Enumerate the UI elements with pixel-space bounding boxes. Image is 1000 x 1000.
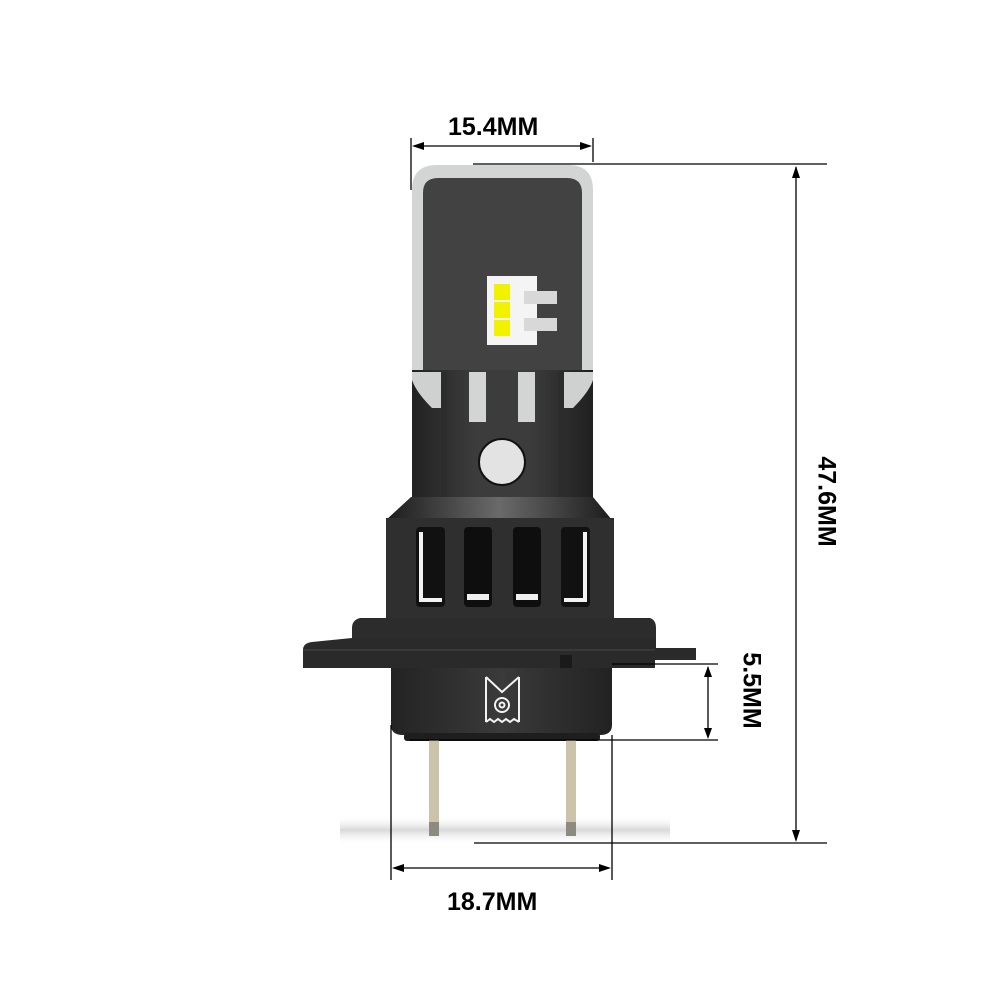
dimension-base-offset-label: 5.5MM (737, 652, 766, 729)
dimension-top-width-label: 15.4MM (448, 113, 539, 141)
base-cylinder (391, 668, 612, 735)
pin-left (429, 740, 439, 835)
led-chip-1 (494, 284, 510, 300)
dimension-lines (390, 138, 827, 880)
ground-shadow (340, 815, 670, 845)
fin-cage (386, 518, 614, 618)
led-chip-2 (494, 302, 510, 318)
pin-right (566, 740, 576, 835)
dimension-base-width-label: 18.7MM (447, 888, 538, 916)
vent-slot-4 (561, 527, 590, 607)
m-target-logo-icon (485, 676, 520, 724)
vent-slot-2 (464, 527, 492, 607)
vent-slot-3 (513, 527, 541, 607)
led-chip-3 (494, 320, 510, 336)
shoulder (386, 497, 612, 520)
flange (303, 638, 696, 668)
dimension-total-height-label: 47.6MM (812, 456, 841, 547)
silver-button (478, 438, 526, 486)
led-head (412, 165, 593, 532)
vent-slot-1 (416, 527, 445, 607)
